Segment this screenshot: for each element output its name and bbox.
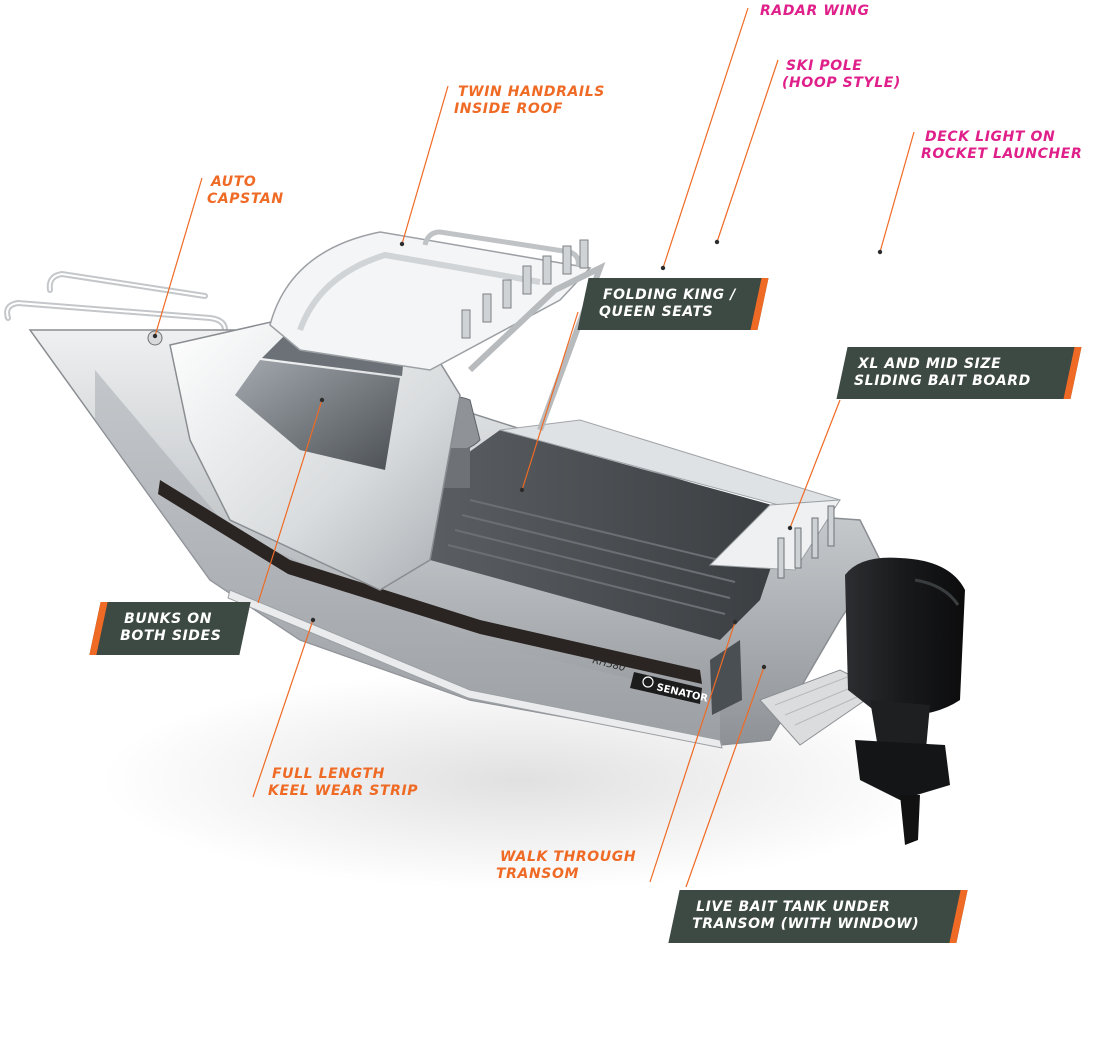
transom-rod-holders: [777, 505, 835, 579]
keel-strip: [227, 589, 723, 749]
hull-stripe: [158, 480, 702, 684]
box-bait-board: XL AND MID SIZE SLIDING BAIT BOARD: [836, 347, 1082, 399]
label-auto-capstan: AUTO CAPSTAN: [207, 174, 284, 207]
live-bait-window: [710, 640, 742, 715]
leader-bunks: [257, 399, 323, 604]
box-live-bait: LIVE BAIT TANK UNDER TRANSOM (WITH WINDO…: [668, 890, 968, 943]
bait-board: [708, 499, 841, 571]
box-folding-seats: FOLDING KING / QUEEN SEATS: [577, 278, 769, 330]
leader-dots: [152, 239, 883, 670]
label-ski-pole: SKI POLE (HOOP STYLE): [782, 58, 901, 91]
box-bunks: BUNKS ON BOTH SIDES: [89, 602, 251, 655]
leader-handrails: [401, 85, 449, 245]
senator-logo-icon: [642, 676, 654, 688]
label-walk-through: WALK THROUGH TRANSOM: [496, 849, 637, 882]
leader-seats: [521, 311, 579, 491]
leader-keel: [252, 619, 314, 798]
label-deck-light: DECK LIGHT ON ROCKET LAUNCHER: [921, 129, 1083, 162]
leader-live-bait: [685, 666, 765, 888]
leader-bait-board: [789, 399, 841, 529]
label-keel-strip: FULL LENGTH KEEL WEAR STRIP: [268, 766, 419, 799]
deck-lines: [447, 499, 741, 615]
outboard-motor: [845, 557, 965, 845]
rocket-launcher: [461, 239, 589, 339]
label-radar-wing: RADAR WING: [760, 3, 870, 19]
roof-handrail: [422, 229, 581, 267]
leader-radar-wing: [662, 7, 749, 269]
label-twin-handrails: TWIN HANDRAILS INSIDE ROOF: [454, 84, 605, 117]
leader-lines: [154, 7, 915, 888]
leader-capstan: [154, 177, 203, 337]
leader-deck-light: [879, 131, 915, 253]
leader-walk-through: [649, 621, 736, 883]
cockpit-deck: [430, 430, 790, 640]
radar-wing: [467, 262, 606, 432]
hard-top: [269, 231, 592, 371]
leader-ski-pole: [716, 59, 779, 243]
